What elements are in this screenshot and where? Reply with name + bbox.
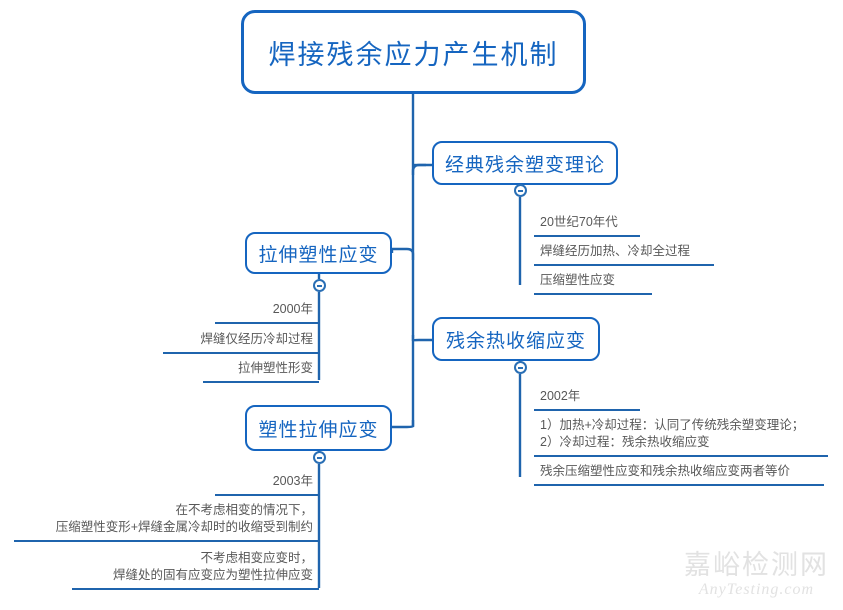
leaf-item[interactable]: 焊缝仅经历冷却过程 — [163, 329, 319, 354]
branch-node-tensile-plastic-strain[interactable]: 拉伸塑性应变 — [245, 232, 392, 274]
branch-node-residual-thermal-shrinkage-strain[interactable]: 残余热收缩应变 — [432, 317, 600, 361]
branch-node-label: 拉伸塑性应变 — [258, 244, 379, 266]
leaf-item[interactable]: 在不考虑相变的情况下， 压缩塑性变形+焊缝金属冷却时的收缩受到制约 — [14, 500, 319, 542]
branch-node-label: 经典残余塑变理论 — [444, 154, 605, 176]
leaf-item[interactable]: 残余压缩塑性应变和残余热收缩应变两者等价 — [534, 461, 824, 486]
leaf-item[interactable]: 1）加热+冷却过程：认同了传统残余塑变理论； 2）冷却过程：残余热收缩应变 — [534, 415, 828, 457]
collapse-minus-icon-branch-2[interactable] — [313, 279, 326, 292]
leaf-item[interactable]: 2002年 — [534, 386, 640, 411]
collapse-minus-icon-branch-4[interactable] — [313, 451, 326, 464]
leaf-item[interactable]: 拉伸塑性形变 — [203, 358, 319, 383]
leaf-item[interactable]: 2003年 — [215, 471, 319, 496]
leaf-item[interactable]: 不考虑相变应变时， 焊缝处的固有应变应为塑性拉伸应变 — [72, 548, 319, 590]
leaf-item[interactable]: 焊缝经历加热、冷却全过程 — [534, 241, 714, 266]
branch-node-label: 塑性拉伸应变 — [258, 419, 379, 441]
root-node-label: 焊接残余应力产生机制 — [268, 39, 559, 70]
branch-node-label: 残余热收缩应变 — [445, 330, 586, 352]
leaf-item[interactable]: 20世纪70年代 — [534, 212, 640, 237]
watermark-cn: 嘉峪检测网 — [684, 550, 829, 580]
leaf-item[interactable]: 压缩塑性应变 — [534, 270, 652, 295]
collapse-minus-icon-branch-3[interactable] — [514, 361, 527, 374]
branch-node-plastic-tensile-strain[interactable]: 塑性拉伸应变 — [245, 405, 392, 451]
watermark: 嘉峪检测网 AnyTesting.com — [684, 550, 829, 600]
branch-node-classic-residual-plastic-strain-theory[interactable]: 经典残余塑变理论 — [432, 141, 618, 185]
root-node[interactable]: 焊接残余应力产生机制 — [241, 10, 586, 94]
leaf-item[interactable]: 2000年 — [215, 299, 319, 324]
watermark-en: AnyTesting.com — [698, 581, 815, 598]
collapse-minus-icon-branch-1[interactable] — [514, 184, 527, 197]
